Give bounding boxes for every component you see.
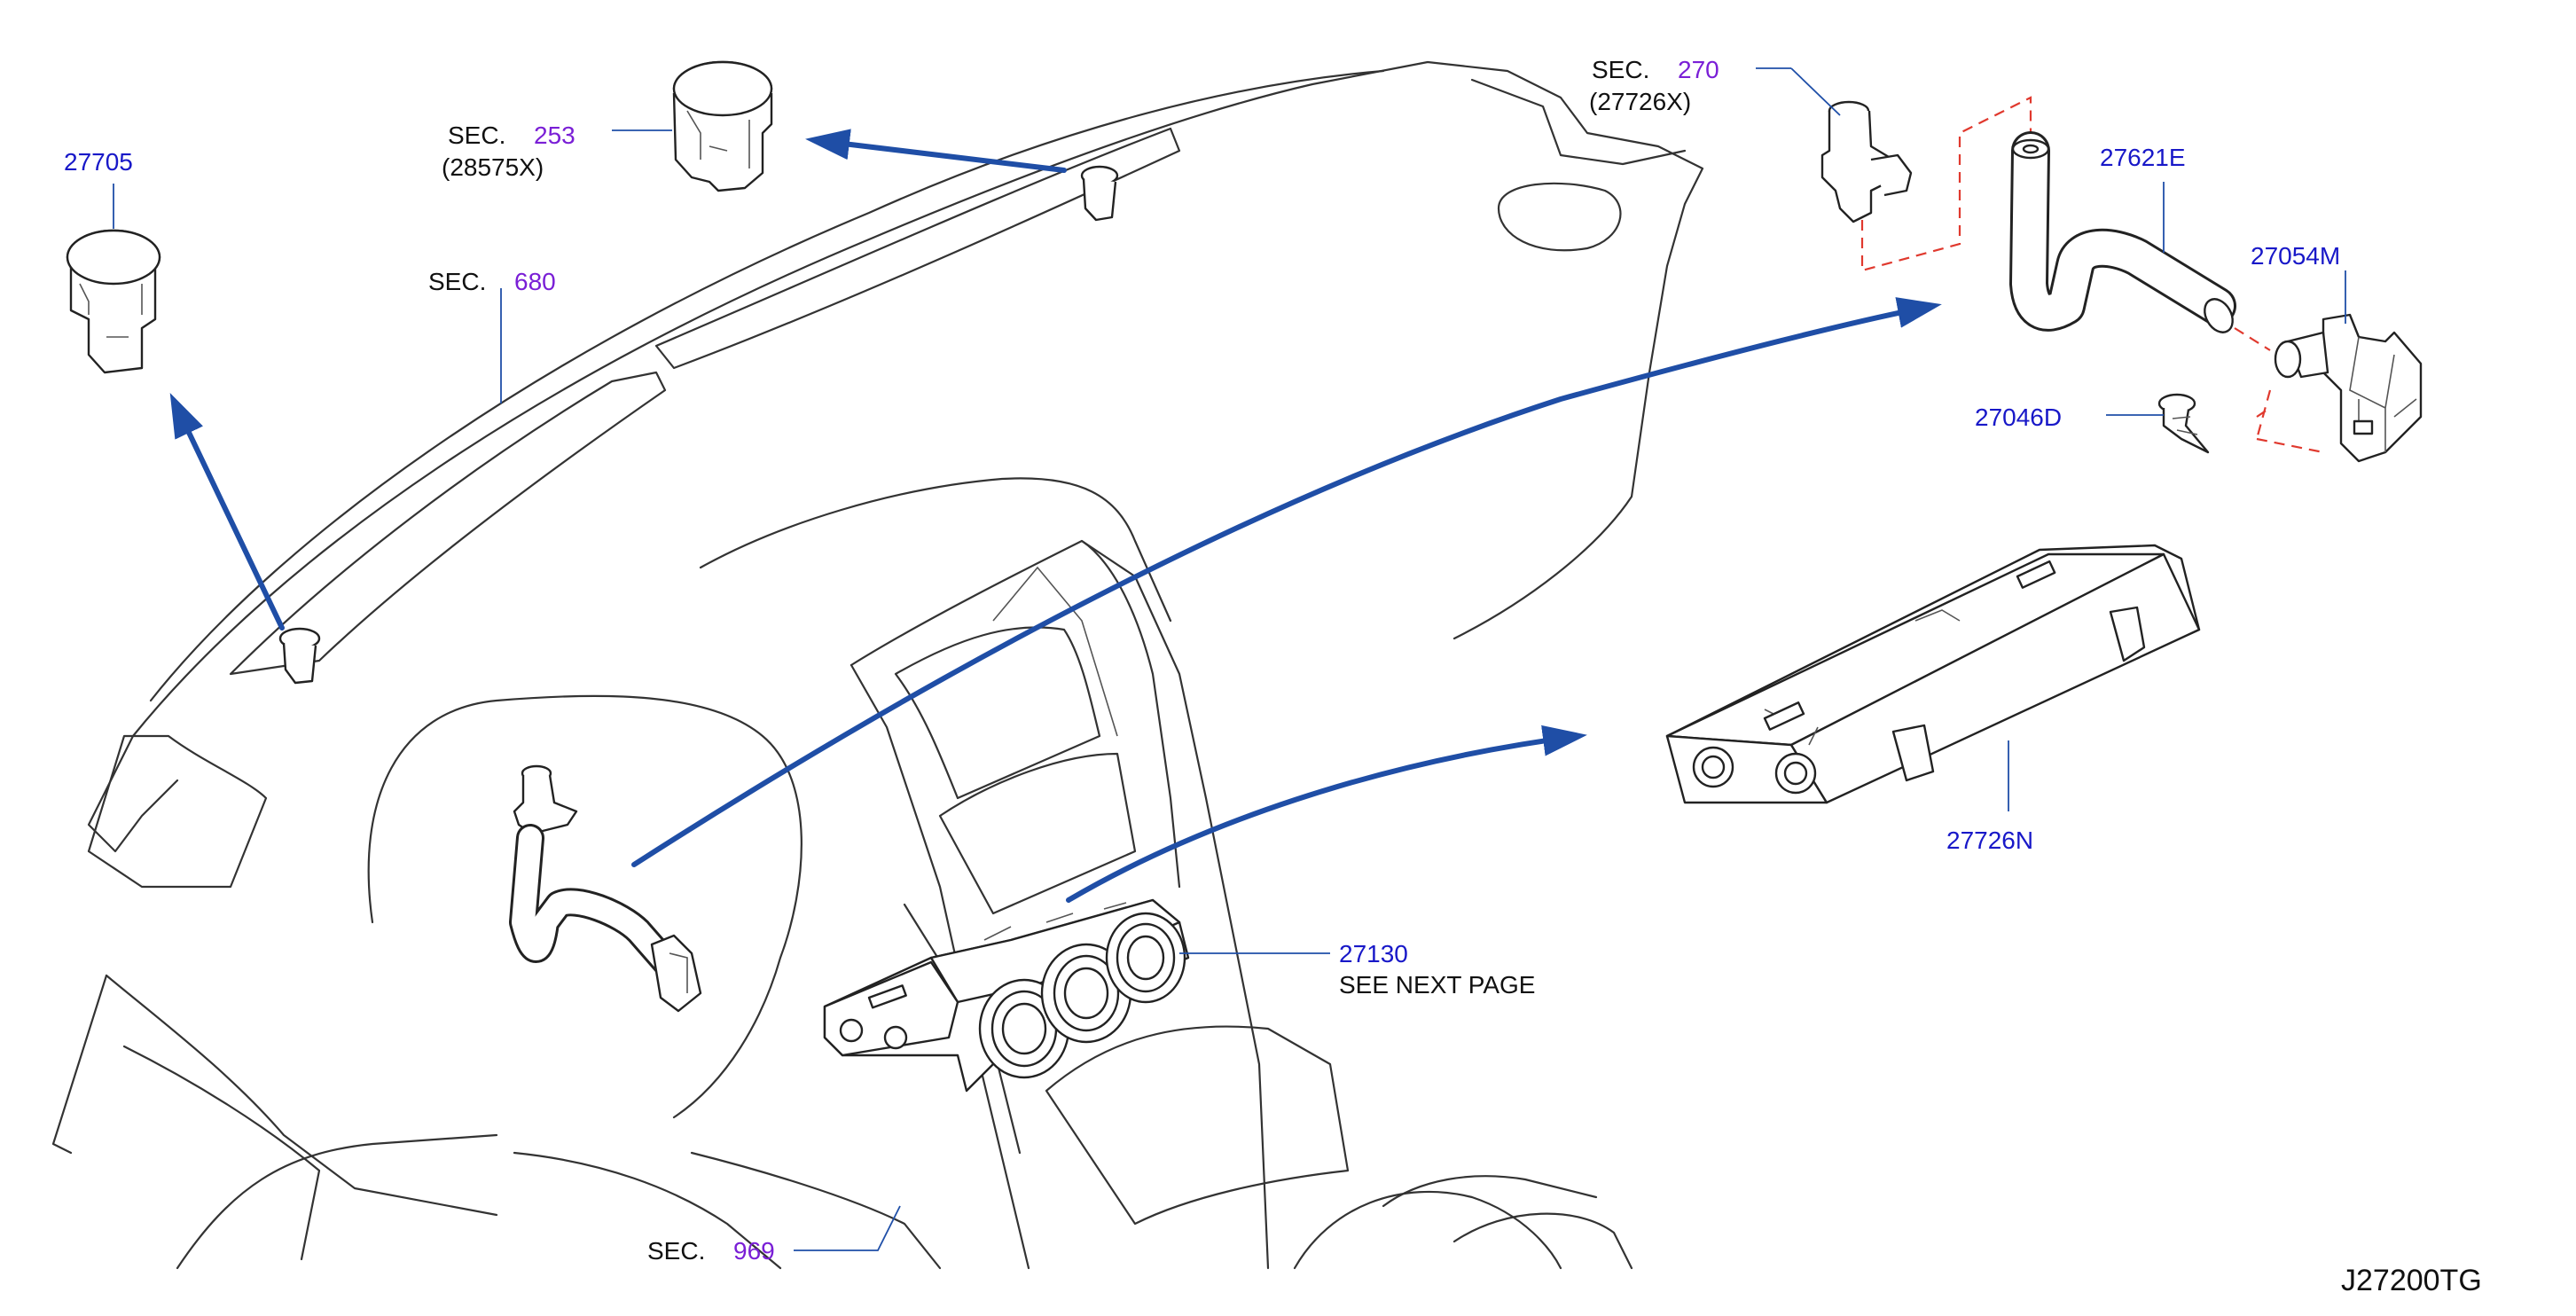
sec680-number[interactable]: 680 [514,268,556,295]
sec270-label: SEC. [1592,56,1649,83]
part-number-27726n[interactable]: 27726N [1946,826,2033,854]
arrow-to-27705 [169,392,285,631]
dashed-connection-hose-bracket [2234,327,2324,454]
clip-28575x [672,60,773,192]
leader-sec969 [794,1205,901,1251]
sec680-label: SEC. [428,268,486,295]
part-number-27705[interactable]: 27705 [64,148,133,176]
see-next-page-note: SEE NEXT PAGE [1339,971,1535,999]
sec253-label: SEC. [448,121,505,149]
leader-sec270-b [1790,67,1841,116]
part-number-27621e[interactable]: 27621E [2100,144,2186,171]
control-module-27726n [1665,544,2201,804]
part-number-27130[interactable]: 27130 [1339,940,1408,967]
arrow-to-27726n [1066,725,1587,903]
sec270-number[interactable]: 270 [1678,56,1719,83]
sensor-27726x [1820,100,1913,223]
sec969-label: SEC. [647,1237,705,1265]
diagram-code: J27200TG [2341,1264,2482,1297]
sec253-number[interactable]: 253 [534,121,575,149]
interior-sensor-assembly [509,764,702,1013]
clip-27705 [66,229,161,374]
sec270-subref: (27726X) [1589,88,1691,115]
part-number-27054m[interactable]: 27054M [2251,242,2340,270]
sec969-number[interactable]: 969 [733,1237,775,1265]
arrow-to-sec253 [805,129,1067,173]
arrow-to-27621e [631,297,1942,867]
aspirator-hose-27621e [2009,131,2236,333]
instrument-panel-outline [51,60,1704,1270]
part-number-27046d[interactable]: 27046D [1975,403,2062,431]
sec253-subref: (28575X) [442,153,544,181]
dash-clip-top [1080,165,1119,222]
hvac-control-unit-27130 [823,898,1190,1093]
dash-clip-left [278,627,321,685]
bracket-27054m [2274,313,2423,463]
screw-27046d [2157,393,2210,454]
dashed-connection-sensor-hose [1860,96,2032,272]
